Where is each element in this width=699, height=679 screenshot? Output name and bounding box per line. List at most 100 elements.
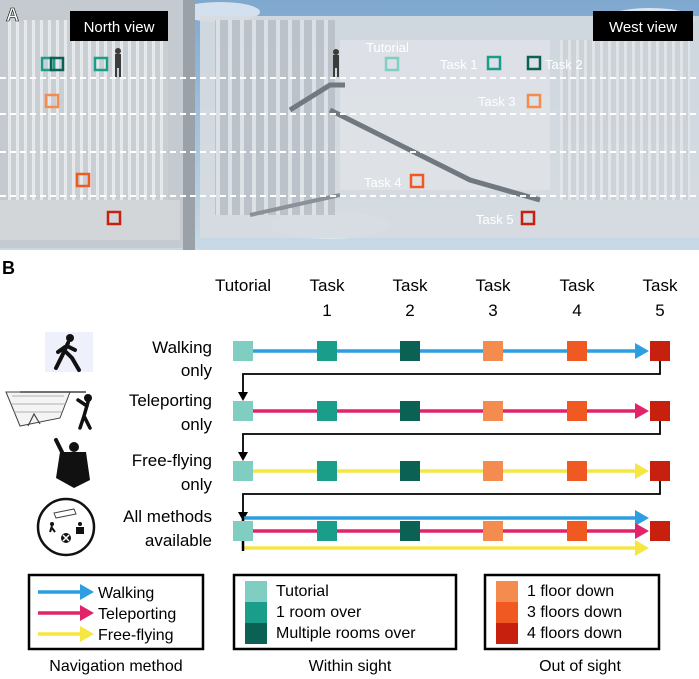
task-square-row1-col1 — [317, 341, 337, 361]
task-square-row3-col2 — [400, 461, 420, 481]
legend-label-teleporting: Teleporting — [98, 606, 176, 623]
north-view-box — [70, 11, 168, 41]
task-square-row2-col5 — [650, 401, 670, 421]
column-header-task2: Task — [393, 276, 428, 295]
column-header-task1-number: 1 — [322, 301, 331, 320]
task-square-row2-col3 — [483, 401, 503, 421]
legend-out-of-sight-swatch-2 — [496, 623, 518, 644]
legend-out-of-sight-swatch-1 — [496, 602, 518, 623]
column-header-task4: Task — [560, 276, 595, 295]
legend-within-sight-label-0: Tutorial — [276, 583, 329, 600]
row-labels: Walking only Teleporting only Free-flyin… — [123, 338, 212, 550]
west-marker-tutorial — [384, 56, 400, 72]
task-square-row1-col4 — [567, 341, 587, 361]
task-square-row3-col4 — [567, 461, 587, 481]
row-label-teleporting-2: only — [181, 415, 213, 434]
north-marker-task5 — [106, 210, 122, 226]
teleport-pointer-icon — [5, 391, 92, 430]
legend-item-teleporting: Teleporting — [38, 605, 176, 623]
task-square-row4-col0 — [233, 521, 253, 541]
row-label-all-methods: All methods — [123, 507, 212, 526]
west-marker-task5 — [520, 210, 536, 226]
legend-label-flying: Free-flying — [98, 627, 174, 644]
marker-label-task1: Task 1 — [440, 57, 478, 72]
all-methods-circle-icon — [36, 497, 96, 557]
column-header-task5: Task — [643, 276, 678, 295]
task-square-row4-col4 — [567, 521, 587, 541]
west-view-box — [593, 11, 693, 41]
task-square-row3-col3 — [483, 461, 503, 481]
legend-within-sight-swatch-0 — [245, 581, 267, 602]
task-square-row4-col5 — [650, 521, 670, 541]
west-view-label: West view — [609, 19, 677, 36]
arrow-walking-row1 — [243, 343, 649, 359]
north-marker-task4 — [75, 172, 91, 188]
legend-within-sight-label-1: 1 room over — [276, 604, 362, 621]
legend-item-flying: Free-flying — [38, 626, 174, 644]
row-label-flying: Free-flying — [132, 451, 212, 470]
task-square-row3-col1 — [317, 461, 337, 481]
marker-label-task2: Task 2 — [545, 57, 583, 72]
task-square-row3-col5 — [650, 461, 670, 481]
marker-label-tutorial: Tutorial — [366, 40, 409, 55]
panel-a-labels: A North view West view — [6, 5, 693, 41]
north-marker-task3 — [44, 93, 60, 109]
row-label-walking: Walking — [152, 338, 212, 357]
legend-within-sight-swatch-1 — [245, 602, 267, 623]
west-marker-task2 — [526, 55, 542, 71]
west-marker-task3 — [526, 93, 542, 109]
arrow-teleporting-row4 — [243, 523, 649, 539]
legend-within-sight-label-2: Multiple rooms over — [276, 625, 416, 642]
column-header-task2-number: 2 — [405, 301, 414, 320]
legend-out-of-sight-label-1: 3 floors down — [527, 604, 622, 621]
task-square-row1-col3 — [483, 341, 503, 361]
legend-within-sight-swatch-2 — [245, 623, 267, 644]
legend-within-sight-caption: Within sight — [309, 658, 392, 675]
north-marker-task2 — [49, 56, 65, 72]
north-marker-task1 — [40, 56, 56, 72]
legend-item-walking: Walking — [38, 584, 154, 602]
walking-person-icon — [45, 332, 93, 372]
task-square-row2-col4 — [567, 401, 587, 421]
row-label-flying-2: only — [181, 475, 213, 494]
task-square-row3-col0 — [233, 461, 253, 481]
north-marker-tutorial — [93, 56, 109, 72]
row-label-teleporting: Teleporting — [129, 391, 212, 410]
column-header-task4-number: 4 — [572, 301, 581, 320]
legend-out-of-sight-swatch-0 — [496, 581, 518, 602]
legend-caption-navigation: Navigation method — [49, 658, 182, 675]
task-sequence-matrix — [233, 341, 670, 556]
west-marker-task4 — [409, 173, 425, 189]
row-transition-arrow-2 — [238, 421, 661, 461]
column-header-task5-number: 5 — [655, 301, 664, 320]
flying-hero-icon — [54, 438, 90, 488]
column-headers: Tutorial Task 1 Task 2 Task 3 Task 4 Tas… — [215, 276, 678, 320]
north-view-label: North view — [84, 19, 155, 36]
arrow-teleporting-row2 — [243, 403, 649, 419]
row-transition-arrow-3 — [238, 481, 661, 521]
row-label-walking-2: only — [181, 361, 213, 380]
legend-out-of-sight-label-0: 1 floor down — [527, 583, 614, 600]
task-square-row1-col0 — [233, 341, 253, 361]
north-view-markers — [40, 56, 122, 226]
row-label-all-methods-2: available — [145, 531, 212, 550]
task-square-row4-col2 — [400, 521, 420, 541]
task-square-row2-col2 — [400, 401, 420, 421]
task-square-row4-col3 — [483, 521, 503, 541]
task-square-row1-col5 — [650, 341, 670, 361]
legend-label-walking: Walking — [98, 585, 154, 602]
marker-label-task5: Task 5 — [476, 212, 514, 227]
arrow-walking-row4 — [243, 510, 649, 526]
row-transition-arrow-1 — [238, 361, 661, 401]
panel-a-label: A — [6, 5, 19, 25]
arrow-flying-row3 — [243, 463, 649, 479]
legend-out-of-sight-caption: Out of sight — [539, 658, 621, 675]
column-header-task1: Task — [310, 276, 345, 295]
task-square-row2-col1 — [317, 401, 337, 421]
column-header-tutorial: Tutorial — [215, 276, 271, 295]
west-view-markers: Tutorial Task 1 Task 2 Task 3 Task 4 Tas… — [364, 40, 583, 227]
